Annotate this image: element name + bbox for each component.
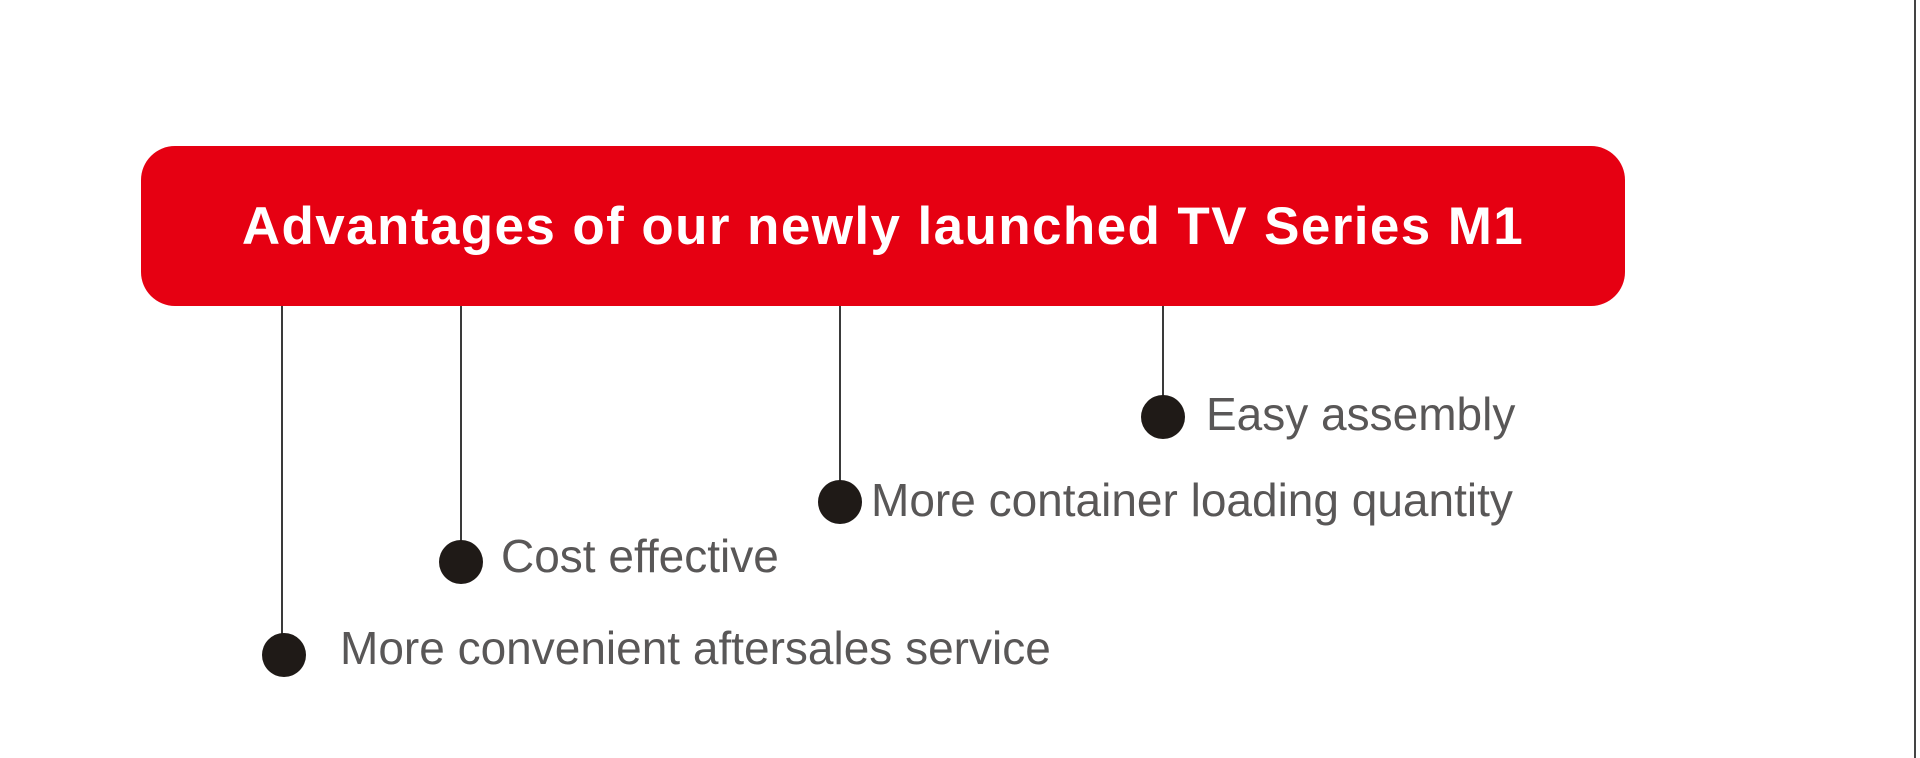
- connector-aftersales: [281, 300, 283, 655]
- title-banner: Advantages of our newly launched TV Seri…: [141, 146, 1625, 306]
- bullet-container: [818, 480, 862, 524]
- advantage-label-container: More container loading quantity: [871, 474, 1513, 526]
- bullet-cost: [439, 540, 483, 584]
- advantage-label-aftersales: More convenient aftersales service: [340, 622, 1051, 674]
- connector-cost: [460, 300, 462, 560]
- banner-title: Advantages of our newly launched TV Seri…: [241, 196, 1525, 256]
- bullet-aftersales: [262, 633, 306, 677]
- right-edge-divider: [1914, 0, 1916, 758]
- advantage-label-cost: Cost effective: [501, 530, 779, 582]
- connector-assembly: [1162, 300, 1164, 415]
- connector-container: [839, 300, 841, 500]
- bullet-assembly: [1141, 395, 1185, 439]
- advantage-label-assembly: Easy assembly: [1206, 388, 1516, 440]
